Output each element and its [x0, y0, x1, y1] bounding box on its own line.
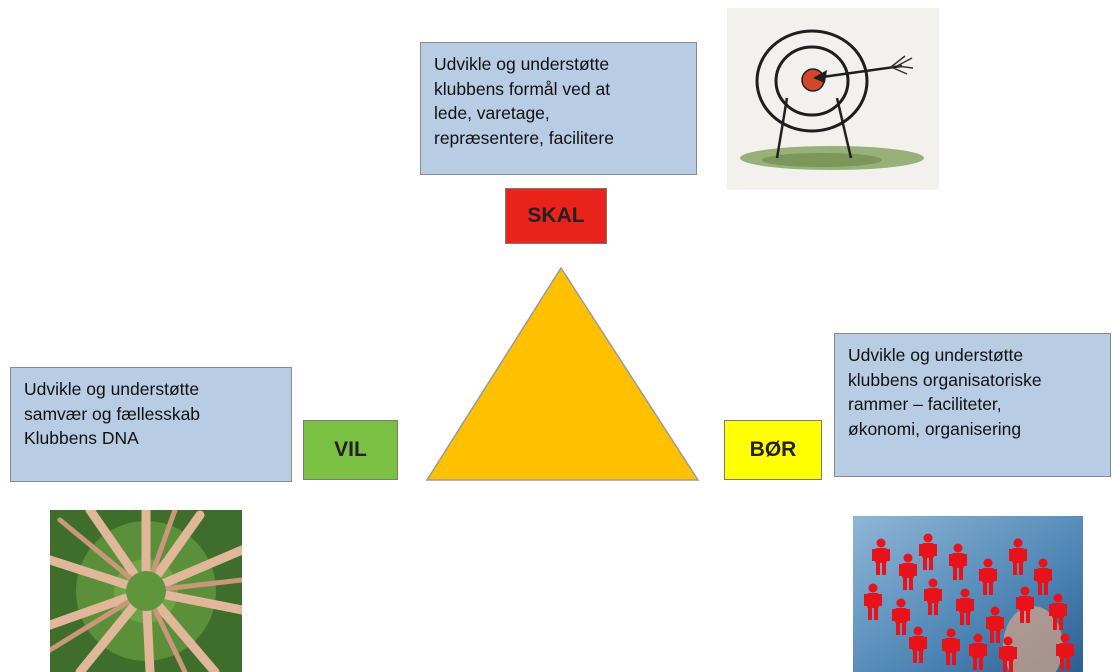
skal-label: SKAL	[505, 188, 607, 244]
bor-description-line: rammer – faciliteter,	[848, 394, 1002, 414]
bor-description-box: Udvikle og understøtte klubbens organisa…	[834, 333, 1111, 477]
people-network-image	[853, 516, 1083, 672]
skal-description-line: Udvikle og understøtte	[434, 54, 610, 74]
skal-description-line: lede, varetage,	[434, 103, 550, 123]
skal-description-line: repræsentere, facilitere	[434, 127, 614, 148]
bor-description-line: klubbens organisatoriske	[848, 369, 1042, 390]
skal-description-box: Udvikle og understøtte klubbens formål v…	[420, 42, 697, 175]
vil-description-line: Udvikle og understøtte	[24, 379, 200, 399]
vil-description-line: Klubbens DNA	[24, 428, 139, 448]
hands-circle-image	[50, 510, 242, 672]
vil-label: VIL	[303, 420, 398, 480]
vil-description-box: Udvikle og understøtte samvær og fælless…	[10, 367, 292, 482]
skal-description-line: klubbens formål ved at	[434, 78, 611, 99]
target-image	[727, 8, 939, 190]
bor-label: BØR	[724, 420, 822, 480]
bor-description-line: Udvikle og understøtte	[848, 345, 1024, 365]
bor-description-line: økonomi, organisering	[848, 418, 1022, 439]
vil-description-line: samvær og fællesskab	[24, 403, 201, 424]
priority-triangle	[425, 266, 700, 481]
